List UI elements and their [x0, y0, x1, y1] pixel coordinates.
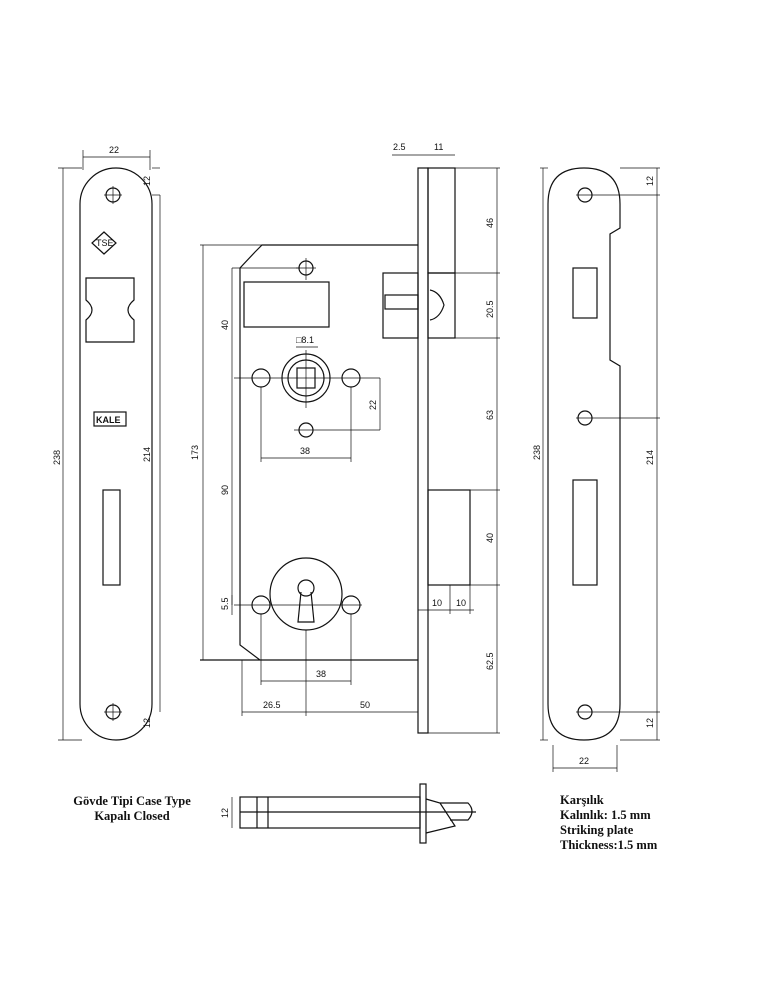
dim-hole-spacing: 214 — [142, 447, 152, 462]
dim-top-latch: 46 — [485, 218, 495, 228]
dim-bolt-bottom: 62.5 — [485, 652, 495, 670]
dim-spindle: □8.1 — [296, 335, 314, 345]
dim-hole-top: 12 — [142, 176, 152, 186]
svg-text:KALE: KALE — [96, 415, 121, 425]
dim-hole-spacing: 214 — [645, 450, 655, 465]
dim-total-height: 238 — [52, 450, 62, 465]
dim-faceplate: 2.5 — [393, 142, 406, 152]
strike-line1: Karşılık — [560, 793, 604, 807]
handle-cutout — [85, 277, 135, 343]
svg-text:TSE: TSE — [96, 238, 114, 248]
dim-spindle-key: 90 — [220, 485, 230, 495]
dim-spindle-offset: 22 — [368, 400, 378, 410]
lock-case: 2.5 11 46 20.5 63 40 62.5 10 10 173 40 9… — [190, 142, 500, 734]
dim-case-left: 26.5 — [263, 700, 281, 710]
strike-line3: Striking plate — [560, 823, 634, 837]
bolt-slot — [102, 489, 121, 586]
dim-width: 22 — [579, 756, 589, 766]
case-type-line1: Gövde Tipi Case Type — [73, 794, 191, 808]
dim-spindle-spacing: 38 — [300, 446, 310, 456]
dim-latch-height: 20.5 — [485, 300, 495, 318]
dim-bolt-view-height: 12 — [220, 808, 230, 818]
dim-latch-bolt: 63 — [485, 410, 495, 420]
dim-bolt-height: 40 — [485, 533, 495, 543]
case-type-line2: Kapalı Closed — [94, 809, 170, 823]
latch-slot — [572, 267, 598, 319]
kale-logo: KALE — [93, 411, 127, 427]
dim-throw-2: 10 — [456, 598, 466, 608]
key-hub — [269, 557, 343, 631]
dim-latch-depth: 11 — [434, 142, 443, 152]
dim-backset: 50 — [360, 700, 370, 710]
strike-plate: 12 214 12 238 22 — [532, 167, 660, 772]
deadbolt — [427, 489, 471, 586]
bolt-slot — [572, 479, 598, 586]
latch — [427, 272, 456, 339]
dim-hole-bottom: 12 — [645, 718, 655, 728]
tse-logo: TSE — [91, 231, 117, 255]
dim-spindle-top: 40 — [220, 320, 230, 330]
dim-hole-top: 12 — [645, 176, 655, 186]
faceplate — [417, 167, 429, 734]
bolt-side-view: 12 — [220, 783, 476, 844]
front-plate: TSE KALE 22 12 12 238 214 — [52, 145, 161, 741]
strike-line4: Thickness:1.5 mm — [560, 838, 658, 852]
dim-width: 22 — [109, 145, 119, 155]
dim-throw-1: 10 — [432, 598, 442, 608]
dim-key-spacing: 38 — [316, 669, 326, 679]
dim-case-height: 173 — [190, 445, 200, 460]
case-type-caption: Gövde Tipi Case Type Kapalı Closed — [62, 794, 202, 824]
strike-line2: Kalınlık: 1.5 mm — [560, 808, 651, 822]
dim-hole-bottom: 12 — [142, 718, 152, 728]
strike-plate-caption: Karşılık Kalınlık: 1.5 mm Striking plate… — [560, 793, 657, 853]
dim-total-height: 238 — [532, 445, 542, 460]
spindle-hub — [281, 350, 331, 408]
dim-key-offset: 5.5 — [220, 597, 230, 610]
